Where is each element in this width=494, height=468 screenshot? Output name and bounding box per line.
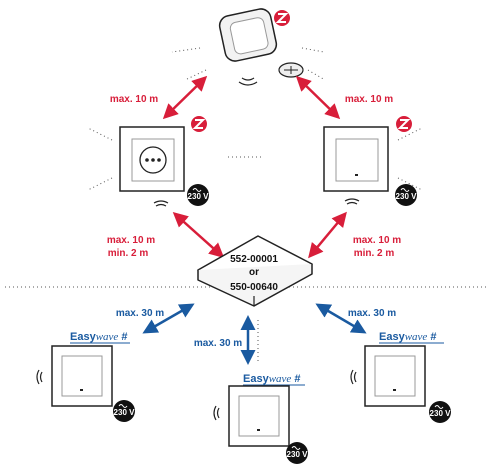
- easywave-arrow-right: [315, 303, 367, 334]
- voltage-badge-icon: [394, 183, 418, 207]
- zigbee-socket-device: [119, 115, 210, 207]
- zigbee-switch-device: [323, 115, 418, 207]
- svg-text:Easywave#: Easywave#: [243, 373, 300, 385]
- label-top-left-max: max. 10 m: [110, 94, 158, 105]
- zigbee-arrow-top-left: [162, 75, 208, 120]
- hub-model-2: 550-00640: [230, 282, 278, 293]
- zigbee-arrow-mid-right: [308, 211, 347, 259]
- easywave-switch-center: [213, 385, 309, 465]
- wireless-waves-icon: [36, 369, 43, 385]
- wireless-waves-icon: [350, 369, 357, 385]
- zigbee-sensor: [218, 8, 304, 86]
- label-mid-left-min: min. 2 m: [108, 248, 149, 259]
- coin-battery-icon: [278, 62, 304, 78]
- easywave-logo-right: Easywave#: [379, 331, 444, 344]
- voltage-badge-icon: [285, 441, 309, 465]
- label-mid-left-max: max. 10 m: [107, 235, 155, 246]
- label-mid-right-max: max. 10 m: [353, 235, 401, 246]
- signal-dots-left: [87, 127, 113, 191]
- voltage-badge-icon: [428, 400, 452, 424]
- signal-dots-right: [397, 127, 423, 191]
- wireless-waves-icon: [344, 198, 360, 205]
- wireless-waves-icon: [153, 200, 169, 207]
- zigbee-arrow-top-right: [295, 75, 341, 120]
- zigbee-logo-icon: [273, 9, 291, 27]
- zigbee-arrow-mid-left: [172, 212, 225, 258]
- easywave-switch-right: [350, 345, 452, 424]
- svg-text:Easywave#: Easywave#: [379, 331, 436, 343]
- hub-model-or: or: [249, 267, 259, 278]
- label-easywave-right: max. 30 m: [348, 308, 396, 319]
- easywave-logo-left: Easywave#: [70, 331, 130, 344]
- easywave-logo-center: Easywave#: [243, 373, 305, 386]
- socket-icon: [139, 146, 167, 174]
- label-easywave-left: max. 30 m: [116, 308, 164, 319]
- voltage-badge-icon: [112, 399, 136, 423]
- label-top-right-max: max. 10 m: [345, 94, 393, 105]
- wireless-waves-icon: [238, 77, 258, 86]
- svg-text:Easywave#: Easywave#: [70, 331, 127, 343]
- hub-device: 552-00001 or 550-00640: [197, 235, 313, 307]
- easywave-arrow-left: [142, 303, 195, 334]
- label-mid-right-min: min. 2 m: [354, 248, 395, 259]
- hub-model-1: 552-00001: [230, 254, 278, 265]
- label-easywave-center: max. 30 m: [194, 338, 242, 349]
- zigbee-logo-icon: [190, 115, 208, 133]
- signal-dots-top: [171, 47, 326, 158]
- easywave-switch-left: [36, 345, 136, 423]
- voltage-badge-icon: [186, 183, 210, 207]
- wireless-waves-icon: [213, 405, 220, 421]
- zigbee-logo-icon: [395, 115, 413, 133]
